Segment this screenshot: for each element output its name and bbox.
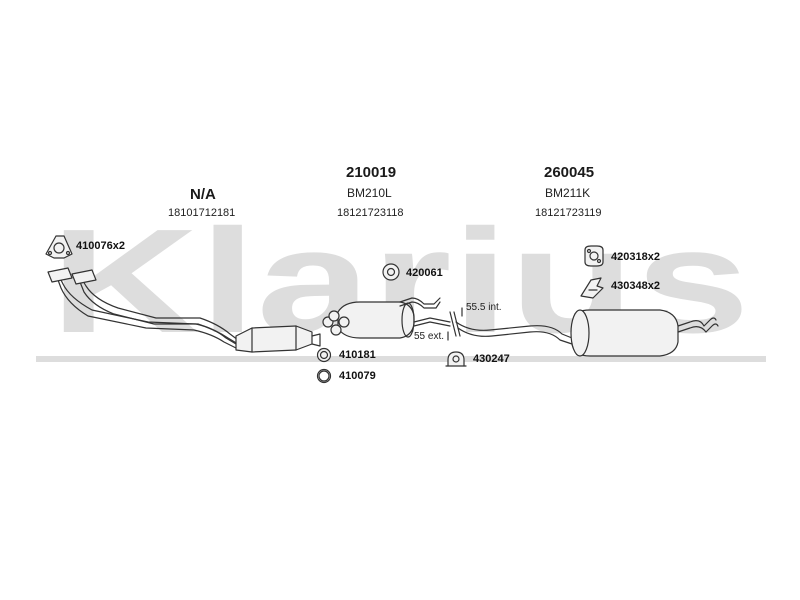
part-label-430348: 430348x2 (611, 280, 660, 292)
part-label-410079: 410079 (339, 370, 376, 382)
rubber-hanger-icon (584, 245, 604, 267)
section-2-oe-code: 18121723118 (337, 207, 404, 219)
watermark-underline (36, 356, 766, 362)
section-2-model: BM210L (347, 186, 392, 200)
section-3-model: BM211K (545, 186, 591, 200)
section-3-oe-code: 18121723119 (535, 207, 602, 219)
part-label-420061: 420061 (406, 267, 443, 279)
external-diameter-annotation: 55 ext. (414, 331, 445, 342)
rear-silencer (570, 309, 719, 357)
front-downpipe (47, 267, 239, 349)
pipe-bracket-icon (445, 351, 467, 367)
seal-ring-icon (316, 347, 332, 363)
part-label-430247: 430247 (473, 353, 510, 365)
part-label-410181: 410181 (339, 349, 376, 361)
part-label-410076: 410076x2 (76, 240, 125, 252)
section-1-part-number: N/A (190, 186, 216, 203)
mounting-clip-icon (580, 277, 604, 299)
rubber-mount-icon (382, 263, 400, 281)
seal-ring-icon (316, 368, 332, 384)
middle-silencer (322, 297, 441, 339)
section-1-oe-code: 18101712181 (168, 207, 236, 219)
section-2-part-number: 210019 (346, 164, 397, 181)
rear-intermediate-pipe (455, 321, 573, 345)
catalytic-converter (235, 325, 321, 353)
internal-diameter-annotation: 55.5 int. (466, 302, 502, 313)
part-label-420318: 420318x2 (611, 251, 660, 263)
section-3-part-number: 260045 (544, 164, 595, 181)
flange-gasket-icon (45, 235, 73, 259)
pipe-joint-marks (413, 307, 463, 341)
